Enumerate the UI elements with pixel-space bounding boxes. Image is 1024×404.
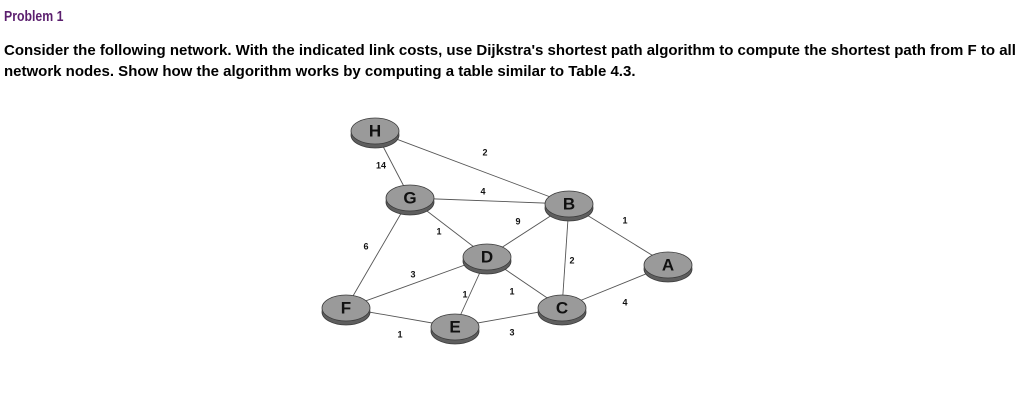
edge-cost-label: 4: [622, 297, 627, 307]
node-top: [321, 294, 371, 322]
problem-title: Problem 1: [4, 8, 64, 25]
node-d: D: [462, 243, 512, 275]
edge-cost-label: 6: [363, 241, 368, 251]
node-top: [537, 294, 587, 322]
edge-cost-label: 3: [509, 327, 514, 337]
node-top: [643, 251, 693, 279]
edge-cost-label: 1: [509, 286, 514, 296]
edge-cost-label: 2: [482, 147, 487, 157]
edge-g-b: [409, 197, 570, 205]
problem-statement: Consider the following network. With the…: [4, 42, 1016, 80]
node-g: G: [385, 184, 435, 216]
edge-g-f: [345, 197, 411, 309]
node-top: [385, 184, 435, 212]
edge-cost-label: 2: [569, 255, 574, 265]
node-layer: H G B D A F C E: [321, 117, 693, 345]
edge-cost-label: 3: [410, 269, 415, 279]
node-top: [350, 117, 400, 145]
node-label: A: [662, 255, 674, 274]
node-label: D: [481, 247, 493, 266]
node-label: B: [563, 194, 575, 213]
node-a: A: [643, 251, 693, 283]
node-f: F: [321, 294, 371, 326]
node-label: F: [341, 298, 351, 317]
node-label: E: [449, 317, 460, 336]
edge-h-b: [374, 130, 570, 205]
node-label: C: [556, 298, 568, 317]
edge-cost-label: 1: [622, 215, 627, 225]
node-label: G: [403, 188, 416, 207]
node-e: E: [430, 313, 480, 345]
edge-cost-label: 1: [397, 329, 402, 339]
node-top: [430, 313, 480, 341]
node-b: B: [544, 190, 594, 222]
edge-cost-label: 9: [515, 216, 520, 226]
edge-cost-label: 4: [480, 186, 485, 196]
edge-cost-label: 1: [436, 226, 441, 236]
node-label: H: [369, 121, 381, 140]
node-h: H: [350, 117, 400, 149]
edge-cost-label: 1: [462, 289, 467, 299]
node-top: [544, 190, 594, 218]
node-c: C: [537, 294, 587, 326]
edge-d-f: [345, 256, 488, 309]
edge-layer: [345, 130, 669, 328]
edge-cost-label: 14: [376, 160, 386, 170]
node-top: [462, 243, 512, 271]
